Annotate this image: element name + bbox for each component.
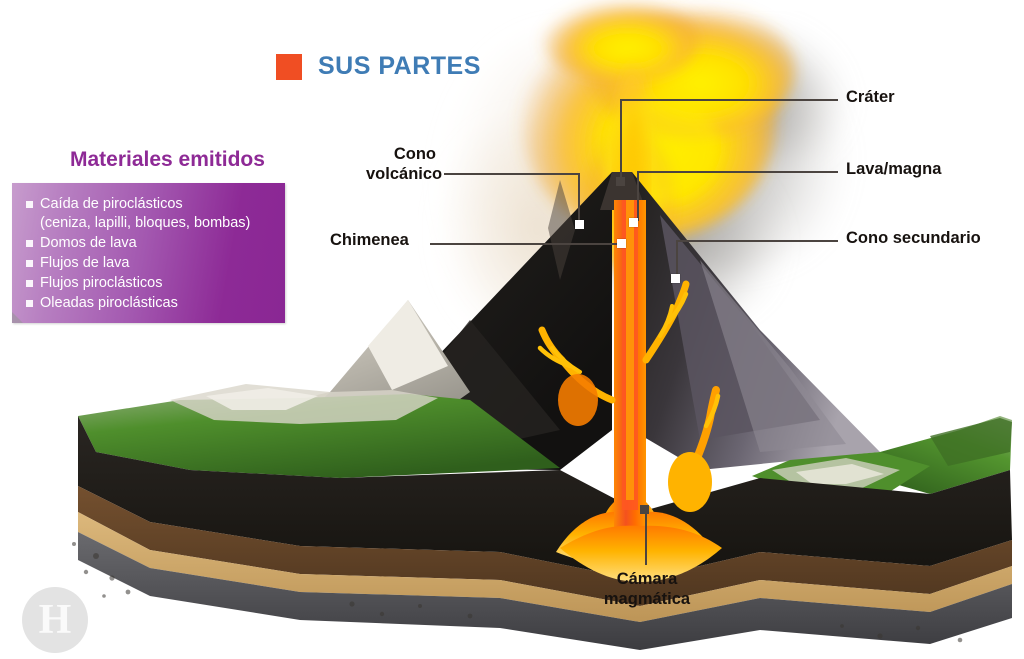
leader-line-cono-volcanico-v [578, 173, 580, 224]
callout-label-chimenea: Chimenea [330, 231, 409, 249]
list-item: Oleadas piroclásticas [26, 294, 275, 313]
marker-cono-volcanico [575, 220, 584, 229]
legend-box: Caída de piroclásticos (ceniza, lapilli,… [12, 183, 285, 323]
list-item: Flujos de lava [26, 254, 275, 273]
leader-line-cono-secundario-v [676, 240, 678, 278]
page-title: SUS PARTES [318, 52, 481, 80]
list-item: Domos de lava [26, 234, 275, 253]
callout-label-lava-magna: Lava/magna [846, 160, 942, 178]
leader-line-lava-magna-v [637, 171, 639, 221]
marker-camara-magmatica [640, 505, 649, 514]
page-curl-corner-icon [12, 312, 23, 323]
legend-item-label: Flujos de lava [40, 255, 130, 271]
bullet-square-icon [26, 201, 33, 208]
legend-title: Materiales emitidos [70, 148, 265, 171]
list-item: Flujos piroclásticos [26, 274, 275, 293]
legend-item-label: Flujos piroclásticos [40, 275, 163, 291]
callout-label-cono-secundario: Cono secundario [846, 229, 981, 247]
leader-line-cono-secundario [676, 240, 838, 242]
callout-label-crater: Cráter [846, 88, 895, 106]
marker-lava-magna [629, 218, 638, 227]
bullet-square-icon [26, 260, 33, 267]
leader-line-cono-volcanico [444, 173, 580, 175]
legend-item-label: Domos de lava [40, 235, 137, 251]
list-item: Caída de piroclásticos (ceniza, lapilli,… [26, 195, 275, 233]
marker-cono-secundario [671, 274, 680, 283]
marker-chimenea [617, 239, 626, 248]
section-header: SUS PARTES [276, 52, 481, 81]
ground-strata-block [72, 416, 1012, 650]
orange-square-icon [276, 53, 302, 80]
bullet-square-icon [26, 300, 33, 307]
leader-line-camara-magmatica [645, 512, 647, 565]
magma-system [537, 200, 722, 582]
logo-letter: H [38, 597, 72, 643]
leader-line-crater-v [620, 99, 622, 181]
legend-item-label: Caída de piroclásticos (ceniza, lapilli,… [40, 196, 251, 231]
legend-item-label: Oleadas piroclásticas [40, 295, 178, 311]
legend-list: Caída de piroclásticos (ceniza, lapilli,… [12, 183, 285, 313]
heraldo-logo: H [22, 587, 88, 653]
bullet-square-icon [26, 280, 33, 287]
leader-line-chimenea [430, 243, 621, 245]
bullet-square-icon [26, 240, 33, 247]
leader-line-lava-magna [637, 171, 838, 173]
marker-crater [616, 177, 625, 186]
terrain-surface [78, 384, 1012, 498]
callout-label-camara-magmatica: Cámara magmática [603, 570, 691, 608]
callout-label-cono-volcanico: Cono volcánico [366, 145, 443, 183]
leader-line-crater [620, 99, 838, 101]
